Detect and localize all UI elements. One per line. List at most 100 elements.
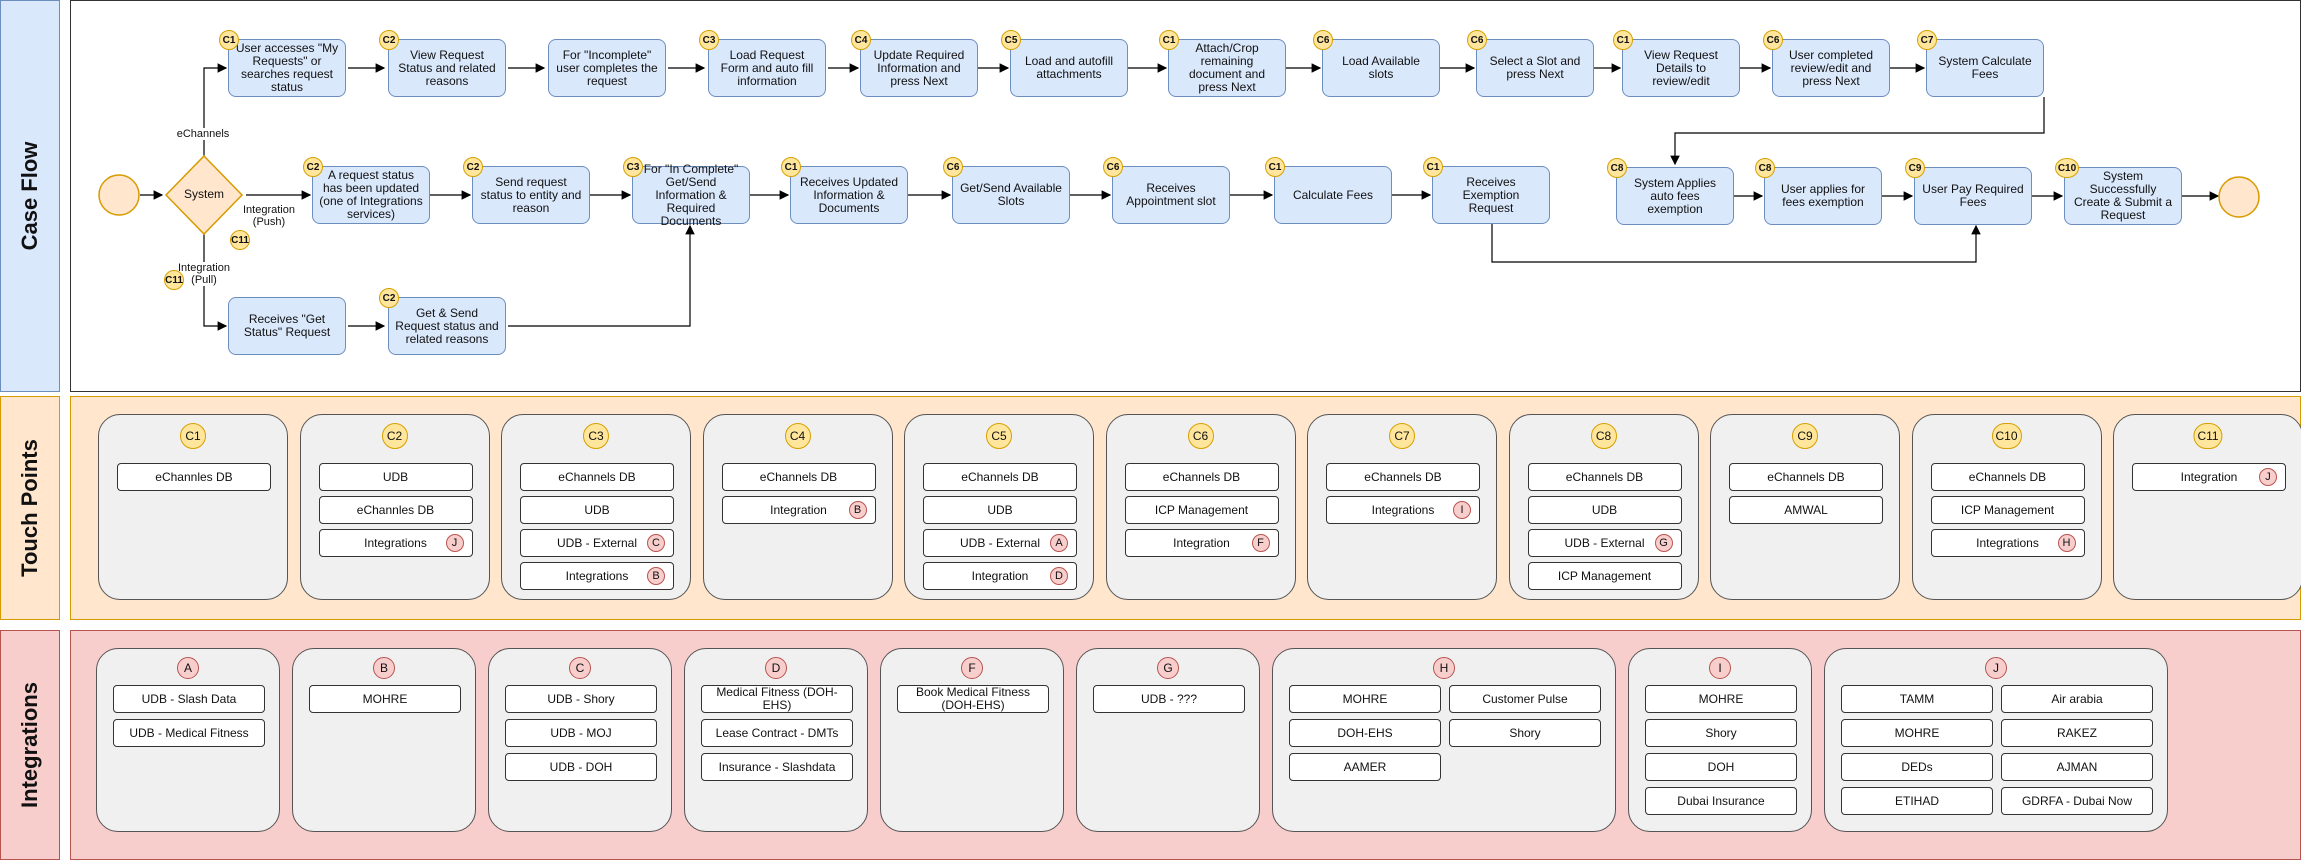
step-text: User Pay Required Fees	[1922, 182, 2024, 209]
touch-point-item: UDB	[520, 496, 674, 524]
integration-item: DEDs	[1841, 753, 1993, 781]
integration-item-label: MOHRE	[362, 691, 408, 706]
integration-item-label: UDB - Slash Data	[141, 691, 237, 706]
touch-point-item-label: Integration	[1173, 535, 1230, 550]
integration-item: Lease Contract - DMTs	[701, 719, 853, 747]
integration-item: ETIHAD	[1841, 787, 1993, 815]
touch-point-badge: C4	[784, 423, 811, 449]
integration-item-label: UDB - DOH	[549, 759, 613, 774]
integration-item-label: ETIHAD	[1894, 793, 1939, 808]
touch-point-item-label: UDB	[987, 502, 1013, 517]
integration-item-label: MOHRE	[1342, 691, 1388, 706]
step-badge: C3	[623, 157, 643, 177]
step-receives-exemption-request[interactable]: Receives Exemption Request	[1432, 166, 1550, 224]
push-c11-badge: C11	[230, 230, 250, 250]
step-badge: C4	[851, 30, 871, 50]
step-text: Attach/Crop remaining document and press…	[1188, 41, 1266, 94]
integration-item-label: UDB - MOJ	[550, 725, 612, 740]
integration-ref-badge: D	[1050, 567, 1068, 585]
step-receives-get-status[interactable]: Receives "Get Status" Request	[228, 297, 346, 355]
touch-point-item-label: eChannels DB	[961, 469, 1039, 484]
touch-point-item: eChannles DB	[117, 463, 271, 491]
step-user-accesses-my-requests[interactable]: User accesses "My Requests" or searches …	[228, 39, 346, 97]
step-view-request-details[interactable]: View Request Details to review/edit	[1622, 39, 1740, 97]
integration-item: TAMM	[1841, 685, 1993, 713]
integration-badge: F	[961, 657, 983, 679]
integration-ref-badge: F	[1251, 534, 1270, 552]
integration-item: Book Medical Fitness (DOH-EHS)	[897, 685, 1049, 713]
step-get-send-information[interactable]: For "In Complete" Get/Send Information &…	[632, 162, 750, 227]
step-load-request-form[interactable]: Load Request Form and auto fill informat…	[708, 39, 826, 97]
step-badge: C8	[1607, 158, 1627, 178]
touch-point-item-label: eChannels DB	[1565, 469, 1644, 484]
step-attach-crop-documents[interactable]: Attach/Crop remaining document and press…	[1168, 39, 1286, 97]
integration-item: Shory	[1645, 719, 1797, 747]
touch-point-item: UDB	[1527, 496, 1682, 524]
step-select-slot[interactable]: Select a Slot and press Next	[1476, 39, 1594, 97]
edge-label-push: Integration (Push)	[240, 204, 298, 228]
step-view-request-status[interactable]: View Request Status and related reasons	[388, 39, 506, 97]
step-text: Receives Appointment slot	[1126, 181, 1216, 208]
step-text: View Request Status and related reasons	[398, 47, 496, 88]
touch-point-item-label: UDB - External	[1564, 535, 1645, 550]
integration-ref-badge: J	[445, 534, 464, 552]
step-request-status-updated[interactable]: A request status has been updated (one o…	[312, 166, 430, 224]
step-system-create-submit-request[interactable]: System Successfully Create & Submit a Re…	[2064, 167, 2182, 225]
integration-ref-badge: A	[1050, 534, 1068, 552]
step-text: Calculate Fees	[1292, 187, 1374, 202]
integration-badge: C	[569, 657, 591, 679]
touch-point-item: eChannels DB	[1930, 463, 2085, 491]
touch-point-badge: C10	[1991, 423, 2022, 449]
touch-point-item: eChannels DB	[520, 463, 674, 491]
touch-point-badge: C2	[381, 423, 408, 449]
step-text: System Calculate Fees	[1938, 54, 2032, 81]
step-system-calculate-fees[interactable]: System Calculate Fees	[1926, 39, 2044, 97]
integration-ref-badge: J	[2259, 468, 2277, 486]
step-badge: C1	[781, 157, 801, 177]
integration-item-label: Shory	[1705, 725, 1737, 740]
step-user-applies-fees-exemption[interactable]: User applies for fees exemption	[1764, 167, 1882, 225]
step-get-send-request-status[interactable]: Get & Send Request status and related re…	[388, 297, 506, 355]
step-load-autofill-attachments[interactable]: Load and autofill attachments	[1010, 39, 1128, 97]
step-text: View Request Details to review/edit	[1644, 47, 1718, 88]
edge-label-echannels: eChannels	[172, 128, 234, 140]
step-user-completes-request[interactable]: For "Incomplete" user completes the requ…	[548, 39, 666, 97]
step-system-applies-auto-exemption[interactable]: System Applies auto fees exemption	[1616, 167, 1734, 225]
integration-item-label: Medical Fitness (DOH-EHS)	[716, 685, 838, 712]
touch-point-item-label: eChannels DB	[759, 469, 838, 484]
integration-item: UDB - ???	[1093, 685, 1245, 713]
step-text: System Applies auto fees exemption	[1633, 175, 1717, 216]
touch-point-item: UDB	[923, 496, 1077, 524]
step-user-pay-required-fees[interactable]: User Pay Required Fees	[1914, 167, 2032, 225]
integration-ref-badge: B	[848, 501, 867, 519]
step-user-completed-review[interactable]: User completed review/edit and press Nex…	[1772, 39, 1890, 97]
step-receives-updated-information[interactable]: Receives Updated Information & Documents	[790, 166, 908, 224]
integration-item-label: Air arabia	[2051, 691, 2103, 706]
lane-title-touch-points: Touch Points	[17, 439, 42, 577]
touch-point-item-label: UDB	[584, 502, 610, 517]
step-load-available-slots[interactable]: Load Available slots	[1322, 39, 1440, 97]
integration-item-label: GDRFA - Dubai Now	[2021, 793, 2133, 808]
step-get-send-available-slots[interactable]: Get/Send Available Slots	[952, 166, 1070, 224]
step-receives-appointment-slot[interactable]: Receives Appointment slot	[1112, 166, 1230, 224]
touch-point-item-label: UDB	[1591, 502, 1618, 517]
integration-item-label: DOH-EHS	[1337, 725, 1393, 740]
step-send-request-status[interactable]: Send request status to entity and reason	[472, 166, 590, 224]
touch-point-item: ICP Management	[1527, 562, 1682, 590]
integration-item-label: RAKEZ	[2056, 725, 2097, 740]
step-calculate-fees[interactable]: Calculate Fees	[1274, 166, 1392, 224]
step-update-required-information[interactable]: Update Required Information and press Ne…	[860, 39, 978, 97]
integration-item: Air arabia	[2001, 685, 2153, 713]
touch-point-item-label: UDB	[382, 469, 409, 484]
touch-point-item: eChannels DB	[1527, 463, 1682, 491]
step-badge: C2	[379, 288, 399, 308]
integration-item: Dubai Insurance	[1645, 787, 1797, 815]
